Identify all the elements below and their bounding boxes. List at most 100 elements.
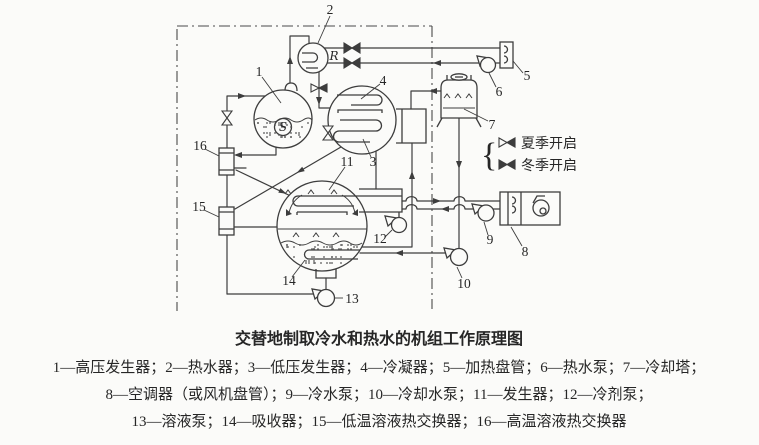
arrow-wall-right <box>352 209 358 216</box>
label-8: 8 <box>522 244 529 259</box>
component-number-labels: 1 2 3 4 5 6 7 8 9 10 11 12 13 14 15 16 R… <box>192 2 530 306</box>
liquid-dot <box>331 256 333 258</box>
ac8-fan-scroll <box>532 195 545 204</box>
caption-line-2: 8—空调器（或风机盘管）；9—冷水泵；10—冷却水泵；11—发生器；12—冷剂泵… <box>106 385 653 403</box>
liquid-dot <box>284 126 286 128</box>
liquid-dot <box>266 132 268 134</box>
liquid-dot <box>347 244 349 246</box>
liquid-dot <box>308 262 310 264</box>
label-5: 5 <box>524 68 531 83</box>
legend-summer-label: 夏季开启 <box>521 136 577 152</box>
liquid-dot <box>320 262 322 264</box>
liquid-dot <box>326 262 328 264</box>
valve-h2-left <box>310 83 321 93</box>
liquid-dot <box>326 246 328 248</box>
liquid-dot <box>298 132 300 134</box>
liquid-dot <box>298 134 300 136</box>
generator-11-absorber-14 <box>276 180 403 279</box>
liquid-dot <box>323 246 325 248</box>
liquid-dot <box>314 262 316 264</box>
tower7-prongs <box>446 75 472 80</box>
valve-left-column <box>220 110 234 126</box>
legend-brace: { <box>481 137 497 174</box>
liquid-dot <box>341 244 343 246</box>
gen11-abs14-shell <box>276 180 368 272</box>
liquid-dot <box>280 136 282 138</box>
pump10-body <box>449 247 469 267</box>
liquid-dot <box>281 126 283 128</box>
arrow-vapor-down <box>316 97 322 105</box>
liquid-dot <box>299 244 301 246</box>
leader-lines <box>203 15 524 299</box>
cooling-water-pump-10 <box>443 247 469 267</box>
liquid-dot <box>347 248 349 250</box>
liquid-dot <box>266 136 268 138</box>
hx15-headers <box>219 211 234 230</box>
tower7-legs <box>436 117 482 128</box>
liquid-dot <box>340 262 342 264</box>
liquid-dot <box>311 248 313 250</box>
label-R: R <box>328 49 338 63</box>
liquid-dot <box>311 256 313 258</box>
liquid-dot <box>329 246 331 248</box>
liquid-dot <box>257 122 259 124</box>
label-7: 7 <box>489 117 496 132</box>
liquid-dot <box>305 262 307 264</box>
label-9: 9 <box>487 232 494 247</box>
liquid-dot <box>280 122 282 124</box>
valve-hw-return-winter <box>343 57 361 69</box>
ac8-fan-hub <box>539 207 547 215</box>
condenser4-tray <box>337 109 383 113</box>
caption-title: 交替地制取冷水和热水的机组工作原理图 <box>235 329 523 348</box>
liquid-dot <box>295 132 297 134</box>
liquid-dot <box>274 124 276 126</box>
coil5-tubes <box>503 45 509 64</box>
liquid-dot <box>332 248 334 250</box>
liquid-dot <box>281 124 283 126</box>
legend-winter-label: 冬季开启 <box>521 158 577 174</box>
liquid-dot <box>278 124 280 126</box>
cooling-tower-7 <box>436 73 482 128</box>
liquid-dot <box>331 262 333 264</box>
lp-generator-condenser-3-4 <box>327 85 427 155</box>
gen11-tray <box>296 211 348 215</box>
arrow-d2-se <box>278 188 287 194</box>
label-2: 2 <box>327 2 334 17</box>
lt-heat-exchanger-15 <box>218 206 235 236</box>
heater2-shell <box>297 42 329 74</box>
label-12: 12 <box>373 231 387 246</box>
arrow-chw-supply <box>433 198 441 204</box>
label-6: 6 <box>496 84 503 99</box>
absorber-liquid-dots <box>286 244 358 264</box>
liquid-dot <box>353 246 355 248</box>
high-pressure-generator-1 <box>253 82 313 149</box>
liquid-dot <box>335 256 337 258</box>
ht-heat-exchanger-16 <box>218 147 235 176</box>
liquid-dot <box>356 246 358 248</box>
liquid-dot <box>278 122 280 124</box>
liquid-dot <box>313 260 315 262</box>
arrow-into-hx16 <box>234 152 242 158</box>
label-14: 14 <box>282 273 296 288</box>
label-1: 1 <box>256 64 263 79</box>
liquid-dot <box>314 246 316 248</box>
gen11-sprays <box>284 189 338 195</box>
liquid-dot <box>350 248 352 250</box>
pump12-body <box>390 216 408 234</box>
label-4: 4 <box>380 73 387 88</box>
ac8-coil-tubes <box>511 196 517 214</box>
pipe-chw-return <box>401 204 501 210</box>
valve-under-gen3 <box>321 125 335 141</box>
abs14-neck <box>315 269 337 279</box>
liquid-dot <box>290 132 292 134</box>
arrow-riser-up <box>409 171 415 179</box>
gen3-coil <box>332 119 383 143</box>
label-15: 15 <box>192 199 206 214</box>
pipe-coolingwater-riser <box>360 142 413 248</box>
liquid-dot <box>305 260 307 262</box>
liquid-dot <box>308 260 310 262</box>
caption: 交替地制取冷水和热水的机组工作原理图 1—高压发生器；2—热水器；3—低压发生器… <box>53 329 706 430</box>
label-16: 16 <box>193 138 207 153</box>
